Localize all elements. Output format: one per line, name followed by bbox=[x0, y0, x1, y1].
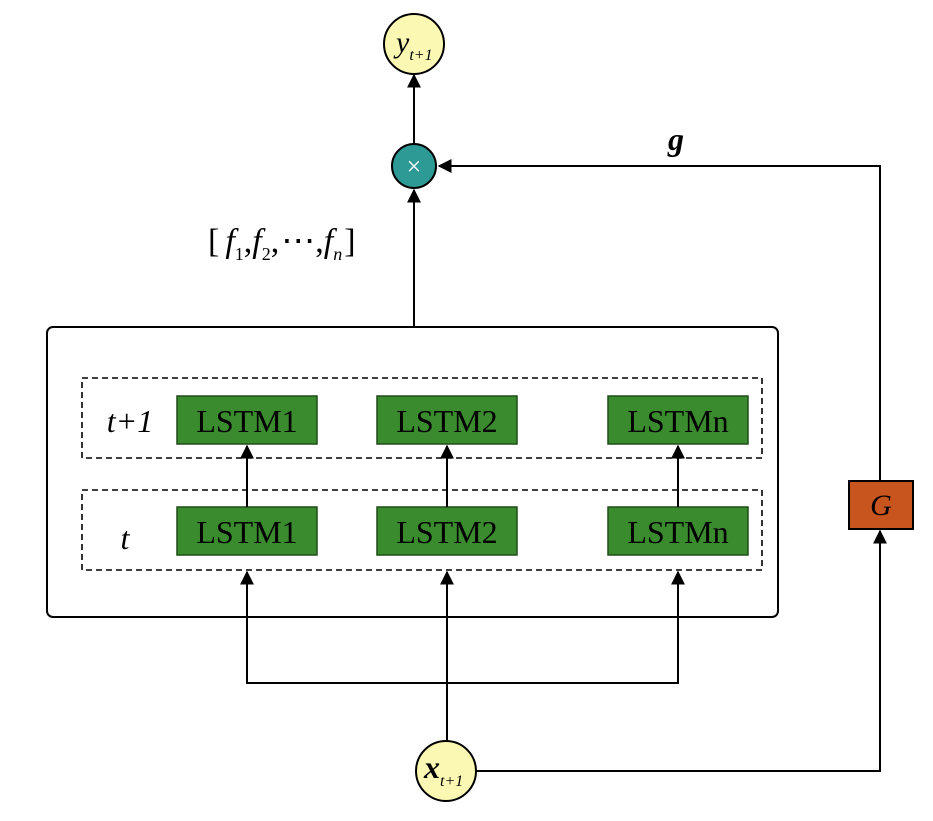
lstm-box-t-n bbox=[607, 506, 749, 556]
lstm-box-t1-1 bbox=[176, 395, 318, 445]
row-label-t: t bbox=[121, 520, 131, 556]
lstm-label-t-n: LSTMn bbox=[627, 514, 728, 550]
g-to-multiply-line bbox=[437, 159, 881, 481]
row-label-t-plus-1: t+1 bbox=[107, 403, 153, 439]
lstm-label-t-1: LSTM1 bbox=[196, 514, 297, 550]
g-box bbox=[848, 480, 914, 530]
output-node-label: yt+1 bbox=[393, 26, 433, 64]
lstm-label-t-2: LSTM2 bbox=[396, 514, 497, 550]
input-branch-bus bbox=[246, 572, 679, 684]
lstm-box-t-2 bbox=[376, 506, 518, 556]
row-frame-t-plus-1 bbox=[81, 377, 763, 459]
g-box-label: G bbox=[870, 489, 892, 522]
row-frame-t bbox=[81, 489, 763, 571]
gate-label: g bbox=[667, 121, 684, 157]
lstm-label-t1-1: LSTM1 bbox=[196, 403, 297, 439]
output-node bbox=[383, 13, 445, 75]
lstm-label-t1-n: LSTMn bbox=[627, 403, 728, 439]
input-node-label: xt+1 bbox=[423, 749, 463, 790]
lstm-box-t-1 bbox=[176, 506, 318, 556]
lstm-module-box bbox=[46, 326, 779, 618]
lstm-box-t1-2 bbox=[376, 395, 518, 445]
lstm-label-t1-2: LSTM2 bbox=[396, 403, 497, 439]
feature-vector-label: [f1,f2,⋯,fn] bbox=[208, 223, 356, 264]
multiply-symbol: × bbox=[407, 152, 422, 181]
lstm-box-t1-n bbox=[607, 395, 749, 445]
input-to-g-line bbox=[476, 529, 887, 772]
